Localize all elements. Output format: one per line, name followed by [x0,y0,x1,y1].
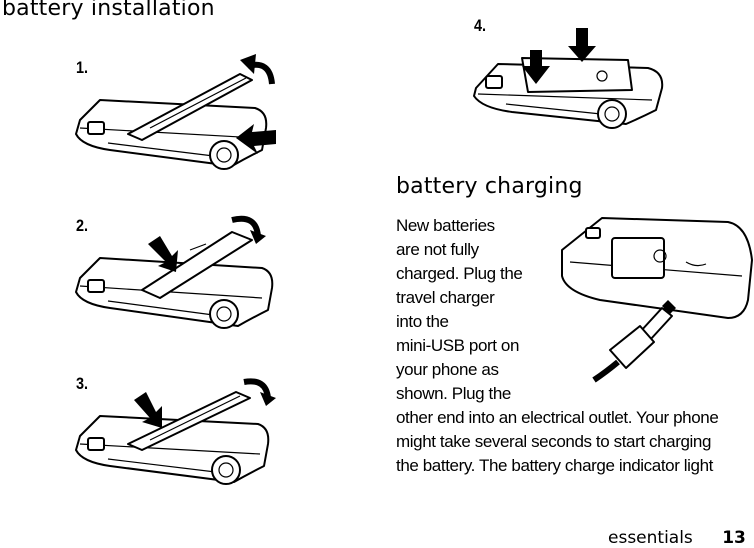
charging-paragraph: New batteries are not fully charged. Plu… [396,214,719,478]
paragraph-line: are not fully [396,240,479,259]
paragraph-line: mini-USB port on [396,336,520,355]
step-4-number: 4. [474,16,487,35]
step-2-number: 2. [76,216,89,235]
paragraph-line: travel charger [396,288,495,307]
paragraph-line: the battery. The battery charge indicato… [396,456,713,475]
paragraph-line: your phone as [396,360,499,379]
battery-installation-heading: battery installation [2,0,215,21]
page-number: 13 [722,528,746,548]
paragraph-line: shown. Plug the [396,384,511,403]
step-3-number: 3. [76,374,89,393]
paragraph-line: into the [396,312,449,331]
paragraph-line: other end into an electrical outlet. You… [396,408,719,427]
paragraph-line: New batteries [396,216,495,235]
paragraph-line: charged. Plug the [396,264,523,283]
page-footer: essentials 13 [608,528,746,548]
paragraph-line: might take several seconds to start char… [396,432,712,451]
battery-charging-heading: battery charging [396,174,583,199]
step-1-number: 1. [76,58,89,77]
footer-section-label: essentials [608,528,693,548]
